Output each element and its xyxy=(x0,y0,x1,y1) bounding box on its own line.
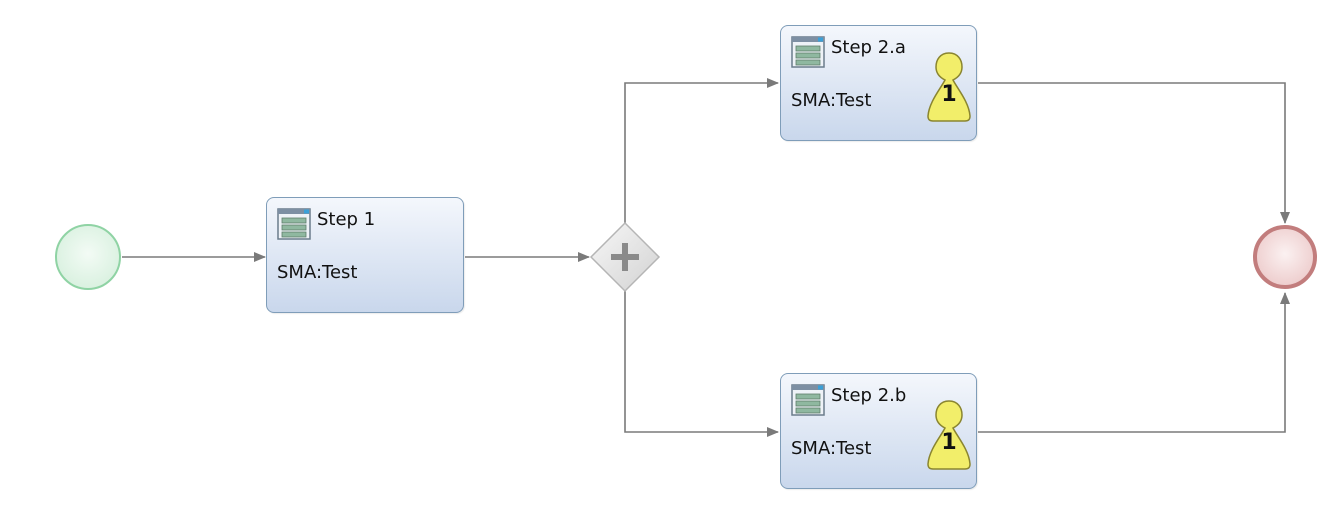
user-pawn-badge: 1 xyxy=(927,50,971,122)
service-task-icon xyxy=(791,36,825,68)
task-subtitle: SMA:Test xyxy=(791,90,872,111)
task-name: Step 1 xyxy=(317,209,376,230)
pawn-count: 1 xyxy=(941,82,957,107)
pawn-icon xyxy=(927,52,971,122)
task-step1[interactable]: Step 1 SMA:Test xyxy=(266,197,464,313)
flow-step2a-to-end[interactable] xyxy=(978,82,1290,224)
pawn-count: 1 xyxy=(941,430,957,455)
user-pawn-badge: 1 xyxy=(927,398,971,470)
service-task-icon xyxy=(277,208,311,240)
task-subtitle: SMA:Test xyxy=(791,438,872,459)
task-step2a[interactable]: Step 2.a SMA:Test 1 xyxy=(780,25,977,141)
task-name: Step 2.b xyxy=(831,385,907,406)
task-step2b[interactable]: Step 2.b SMA:Test 1 xyxy=(780,373,977,489)
pawn-icon xyxy=(927,400,971,470)
task-subtitle: SMA:Test xyxy=(277,262,358,283)
plus-icon xyxy=(611,243,639,271)
task-name: Step 2.a xyxy=(831,37,906,58)
end-event[interactable] xyxy=(1253,225,1317,289)
start-event[interactable] xyxy=(55,224,121,290)
flow-gateway-to-step2b[interactable] xyxy=(624,291,779,437)
flow-gateway-to-step2a[interactable] xyxy=(624,78,779,223)
parallel-gateway[interactable] xyxy=(589,221,661,293)
flow-step2b-to-end[interactable] xyxy=(978,292,1290,433)
service-task-icon xyxy=(791,384,825,416)
